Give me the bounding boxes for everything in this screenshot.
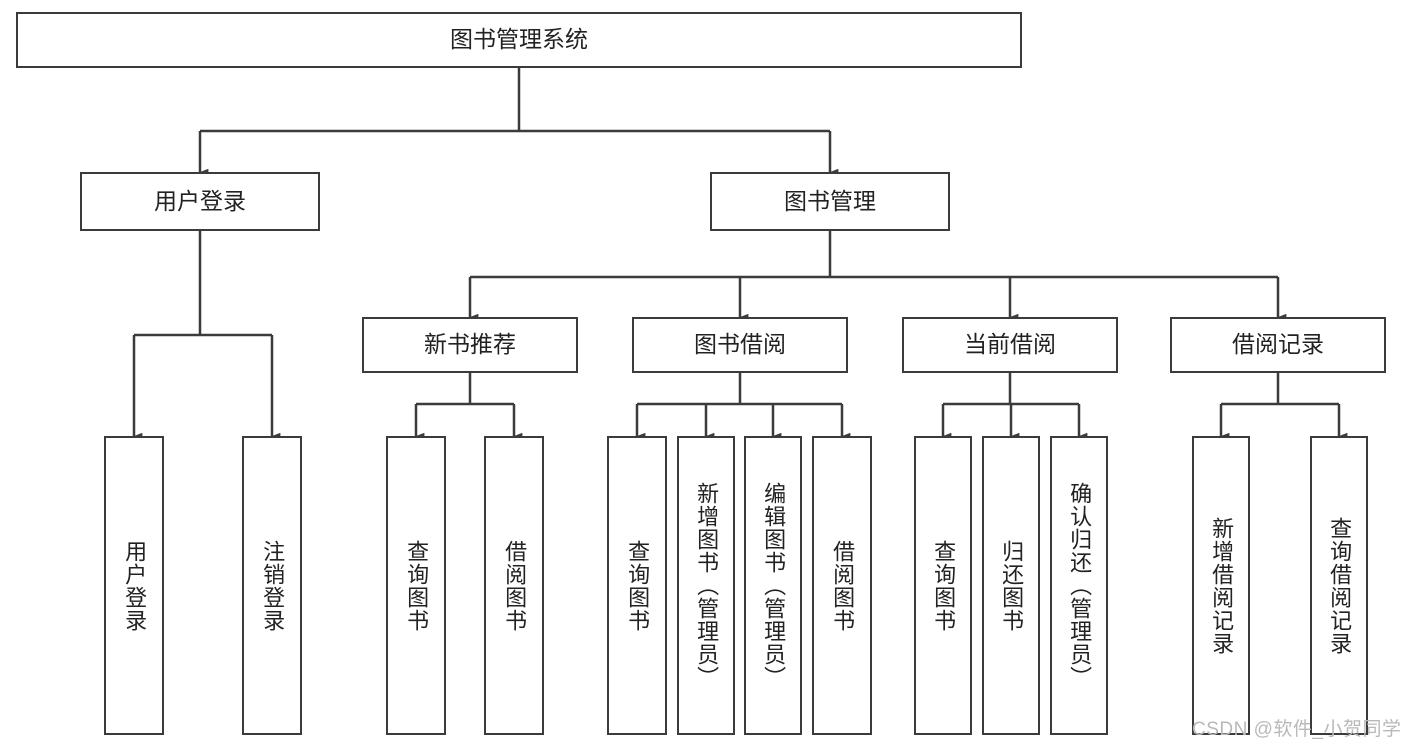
node-label: 当前借阅 [964,331,1056,358]
csdn-watermark: CSDN @软件_小贺同学 [1192,719,1402,740]
node-label: 用户登录 [154,187,246,214]
node-label: 借阅记录 [1232,331,1324,358]
node-book-borrow[interactable]: 图书借阅 [632,317,848,373]
node-borrow-record[interactable]: 借阅记录 [1170,317,1386,373]
node-label: 归还图书 [999,539,1025,632]
node-leaf-edit-book[interactable]: 编辑图书（管理员） [744,436,802,735]
node-leaf-add-book[interactable]: 新增图书（管理员） [677,436,735,735]
node-leaf-user-logout[interactable]: 注销登录 [242,436,302,735]
node-leaf-add-borrow-record[interactable]: 新增借阅记录 [1192,436,1250,735]
connector-lines [132,68,1348,440]
node-label: 用户登录 [122,539,148,632]
node-label: 图书管理系统 [450,26,588,53]
node-label: 图书借阅 [694,331,786,358]
node-label: 查询图书 [931,539,957,632]
node-new-book-recommend[interactable]: 新书推荐 [362,317,578,373]
node-label: 新书推荐 [424,331,516,358]
node-leaf-confirm-return[interactable]: 确认归还（管理员） [1050,436,1108,735]
node-leaf-borrow-book[interactable]: 借阅图书 [812,436,872,735]
node-label: 查询图书 [625,539,651,632]
node-leaf-borrow-book-recommend[interactable]: 借阅图书 [484,436,544,735]
node-root[interactable]: 图书管理系统 [16,12,1022,68]
node-label: 新增图书（管理员） [694,482,720,689]
node-leaf-return-book[interactable]: 归还图书 [982,436,1040,735]
node-label: 新增借阅记录 [1209,516,1235,655]
node-label: 确认归还（管理员） [1067,482,1093,689]
node-leaf-query-book-borrow[interactable]: 查询图书 [607,436,667,735]
node-label: 查询图书 [404,539,430,632]
node-book-manage[interactable]: 图书管理 [710,172,950,231]
node-current-borrow[interactable]: 当前借阅 [902,317,1118,373]
node-leaf-user-login[interactable]: 用户登录 [104,436,164,735]
node-label: 借阅图书 [830,539,856,632]
node-label: 编辑图书（管理员） [761,482,787,689]
node-label: 注销登录 [260,539,286,632]
node-leaf-query-book-current[interactable]: 查询图书 [914,436,972,735]
node-leaf-query-book-recommend[interactable]: 查询图书 [386,436,446,735]
node-leaf-query-borrow-record[interactable]: 查询借阅记录 [1310,436,1368,735]
node-label: 查询借阅记录 [1327,516,1353,655]
node-label: 图书管理 [784,187,876,214]
node-label: 借阅图书 [502,539,528,632]
node-user-login[interactable]: 用户登录 [80,172,320,231]
